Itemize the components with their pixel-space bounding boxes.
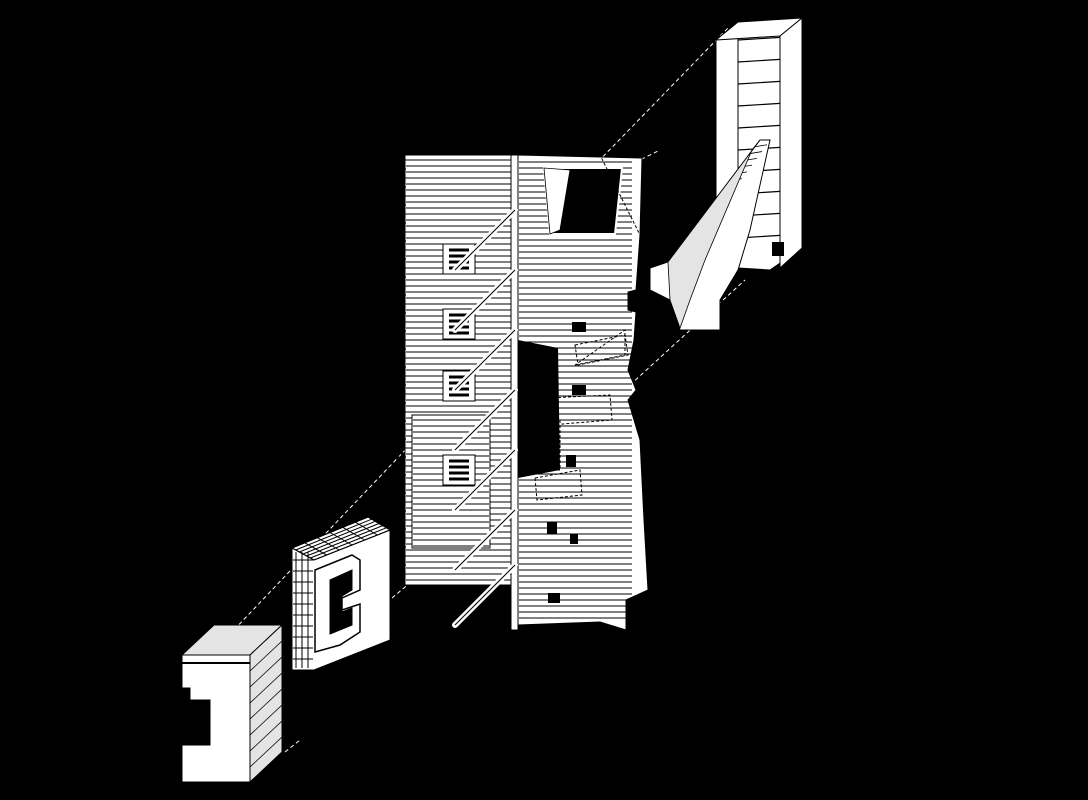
- stair-step: [749, 151, 763, 154]
- balcony-rod-outline: [454, 329, 516, 391]
- window: [570, 534, 578, 544]
- base-edge-line: [249, 656, 283, 688]
- main-facade-block: [395, 154, 649, 631]
- recess-opening: [518, 340, 560, 478]
- window: [547, 522, 557, 534]
- window: [572, 322, 586, 332]
- balcony-rods: [452, 207, 518, 628]
- grid-line: [310, 527, 387, 559]
- balcony-rod-outline: [454, 509, 516, 571]
- hidden-volumes: [534, 154, 646, 501]
- base-edge-line: [249, 640, 283, 672]
- opening: [772, 242, 784, 256]
- balcony-rod-outline: [454, 389, 516, 451]
- stair-step: [754, 144, 768, 148]
- grid-line: [313, 529, 391, 561]
- window: [548, 593, 560, 603]
- base-edge-line: [249, 736, 283, 768]
- grid-c-frame: [290, 516, 392, 671]
- guide-line: [629, 279, 746, 386]
- grid-line: [367, 516, 391, 531]
- balcony-rod-outline: [454, 209, 516, 271]
- balcony-rod-outline: [454, 449, 516, 511]
- base-edge-line: [249, 688, 283, 720]
- base-edge-line: [249, 704, 283, 736]
- stair-run: [649, 139, 771, 331]
- guide-line: [209, 444, 411, 656]
- base-edge-line: [249, 672, 283, 704]
- window: [442, 454, 476, 486]
- guide-line: [284, 739, 301, 753]
- base-block: [180, 623, 284, 784]
- balcony-rod-outline: [454, 564, 516, 626]
- window: [566, 455, 576, 467]
- balcony-rod-outline: [454, 269, 516, 331]
- base-edge-line: [249, 720, 283, 752]
- window: [572, 385, 586, 395]
